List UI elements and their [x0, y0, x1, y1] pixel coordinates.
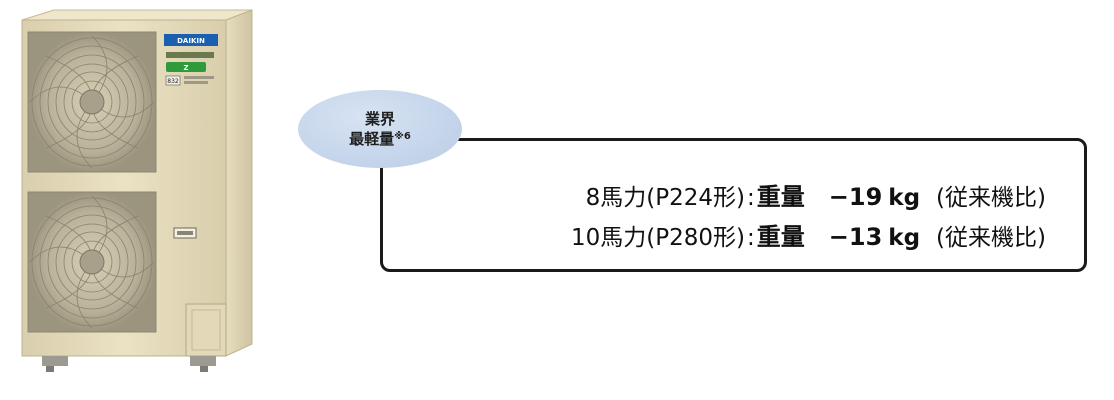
- separator: :: [747, 225, 755, 251]
- separator: :: [747, 185, 755, 211]
- brand-label: DAIKIN Z 832: [164, 34, 218, 86]
- item-label: 重量: [756, 223, 805, 251]
- weight-unit: kg: [888, 225, 921, 251]
- weight-diff-value: −13: [828, 223, 883, 251]
- spec-callout-box: 8馬力(P224形) : 重量 −19 kg (従来機比) 10馬力(P280形…: [380, 138, 1087, 272]
- badge-line-2: 最軽量※6: [349, 129, 411, 149]
- comparison-note: (従来機比): [936, 225, 1046, 251]
- footnote-marker: ※6: [394, 131, 411, 142]
- svg-text:Z: Z: [183, 64, 188, 72]
- industry-lightest-badge: 業界 最軽量※6: [298, 90, 462, 168]
- model-label: 8馬力(P224形): [585, 185, 746, 211]
- badge-line-2-text: 最軽量: [349, 130, 395, 148]
- model-label: 10馬力(P280形): [571, 225, 746, 251]
- spec-row-p224: 8馬力(P224形) : 重量 −19 kg (従来機比): [586, 177, 1046, 212]
- lower-fan-grille: [27, 191, 157, 333]
- badge-line-1: 業界: [364, 110, 395, 128]
- outdoor-unit-image: DAIKIN Z 832: [14, 6, 264, 386]
- svg-text:DAIKIN: DAIKIN: [177, 37, 205, 45]
- weight-diff-value: −19: [828, 183, 883, 211]
- spec-row-p280: 10馬力(P280形) : 重量 −13 kg (従来機比): [571, 217, 1046, 252]
- item-label: 重量: [756, 183, 805, 211]
- svg-text:832: 832: [167, 78, 179, 85]
- upper-fan-grille: [27, 31, 157, 173]
- weight-unit: kg: [888, 185, 921, 211]
- comparison-note: (従来機比): [936, 185, 1046, 211]
